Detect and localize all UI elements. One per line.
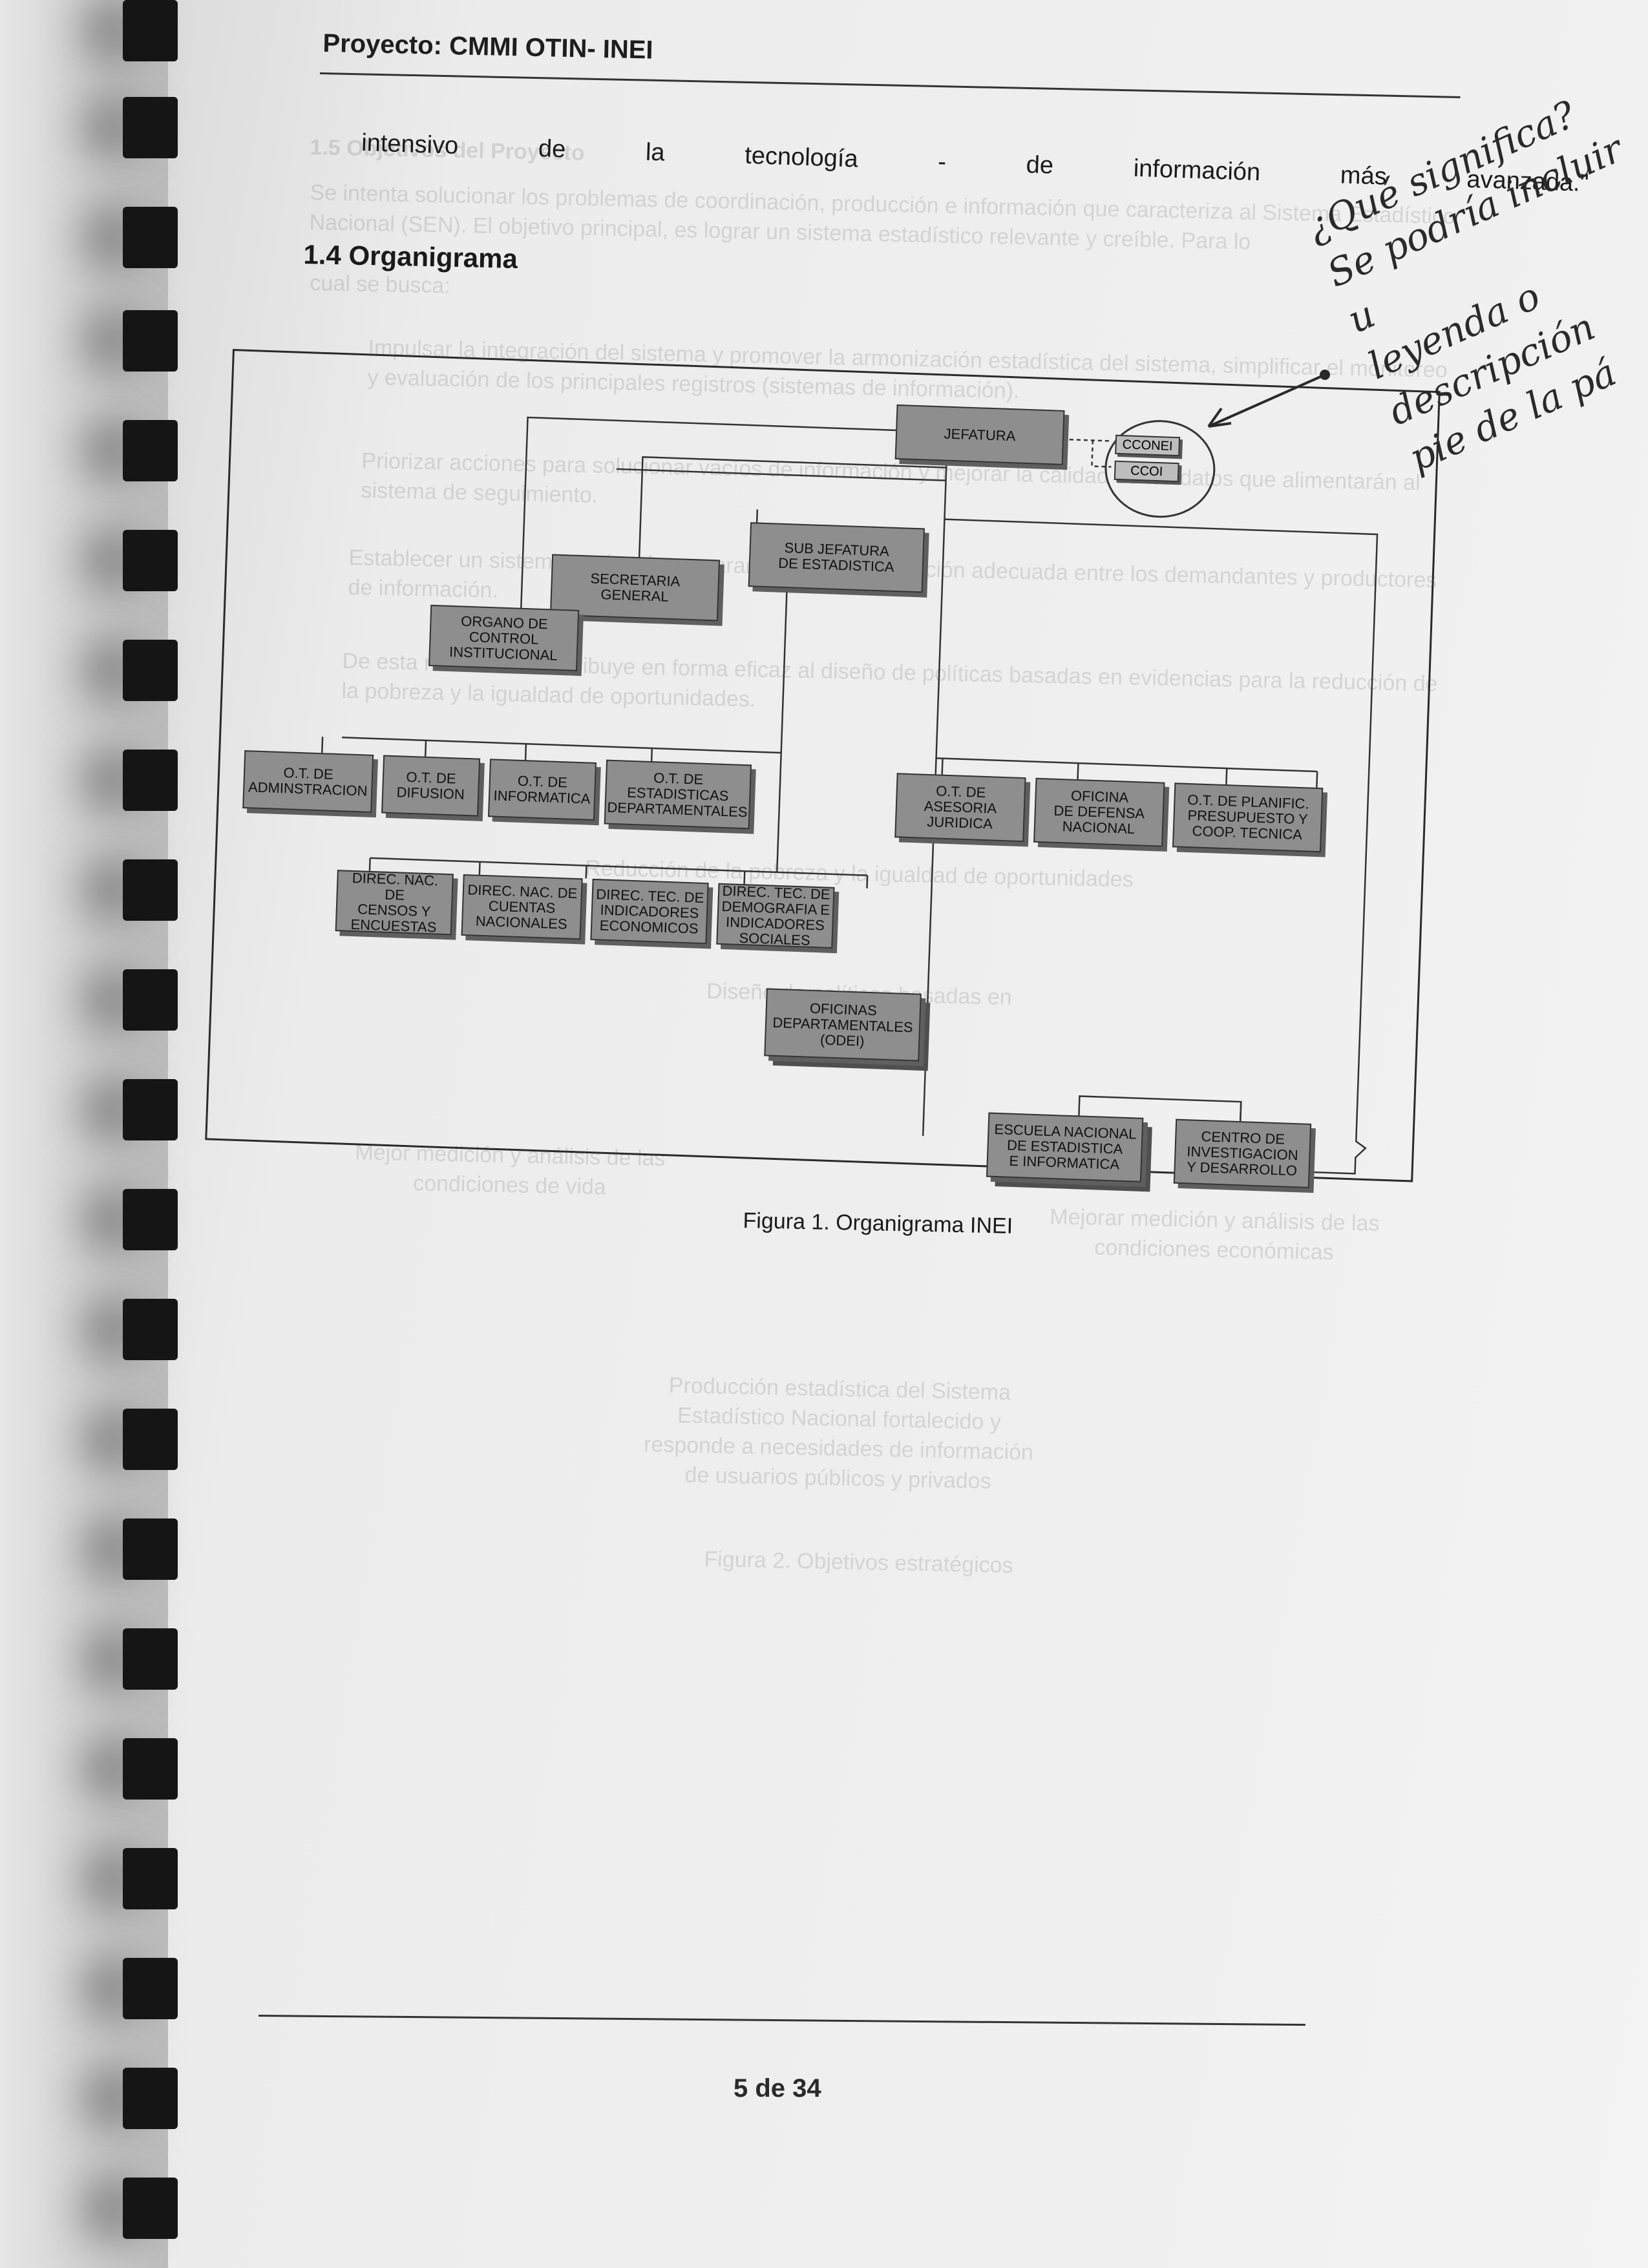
binding-ring (123, 1738, 178, 1800)
binding-ring (123, 1958, 178, 2019)
page-number: 5 de 34 (734, 2074, 821, 2103)
org-box-jefatura: JEFATURA (894, 404, 1065, 465)
binding-ring (123, 1848, 178, 1909)
ghost-box-text: Producción estadística del Sistema Estad… (643, 1373, 1034, 1494)
org-box-ot-difusion: O.T. DE DIFUSION (381, 755, 481, 817)
org-box-ot-asesoria: O.T. DE ASESORIA JURIDICA (894, 773, 1026, 843)
binding-ring (123, 1628, 178, 1690)
org-box-centro-investigacion: CENTRO DE INVESTIGACION Y DESARROLLO (1173, 1118, 1312, 1188)
ghost-paragraph: cual se busca: (310, 270, 451, 299)
body-word: información (1133, 154, 1261, 187)
binding-ring (123, 1299, 178, 1360)
binding-ring (123, 1518, 178, 1580)
binding-ring (123, 750, 178, 811)
spiral-binding (0, 0, 178, 2268)
org-chart-figure: JEFATURA CCONEI CCOI SUB JEFATURA DE EST… (205, 349, 1447, 1188)
org-box-dir-censos: DIREC. NAC. DE CENSOS Y ENCUESTAS (335, 869, 454, 936)
body-word: de (538, 135, 566, 163)
body-word: - (937, 148, 947, 176)
org-box-escuela-nacional: ESCUELA NACIONAL DE ESTADISTICA E INFORM… (986, 1112, 1144, 1182)
org-box-ot-planific: O.T. DE PLANIFIC. PRESUPUESTO Y COOP. TE… (1172, 782, 1324, 853)
binding-ring (123, 420, 178, 481)
binding-ring (123, 1079, 178, 1140)
body-word: la (645, 138, 666, 167)
org-box-organo-control: ORGANO DE CONTROL INSTITUCIONAL (428, 604, 580, 671)
org-box-ot-estadisticas: O.T. DE ESTADISTICAS DEPARTAMENTALES (604, 759, 752, 830)
org-box-cconei: CCONEI (1115, 434, 1181, 457)
binding-ring (123, 1409, 178, 1470)
org-box-subjefatura: SUB JEFATURA DE ESTADISTICA (748, 522, 925, 593)
org-box-dir-cuentas: DIREC. NAC. DE CUENTAS NACIONALES (461, 874, 583, 940)
org-box-oficinas-departamentales: OFICINAS DEPARTAMENTALES (ODEI) (764, 988, 922, 1062)
binding-ring (123, 0, 178, 61)
ghost-ellipse-text: Mejorar medición y análisis de las condi… (1050, 1204, 1380, 1265)
binding-ring (123, 969, 178, 1031)
binding-ring (123, 640, 178, 701)
binding-ring (123, 530, 178, 591)
section-heading: 1.4 Organigrama (303, 239, 518, 274)
binding-ring (123, 97, 178, 158)
handwritten-arrow (1207, 370, 1330, 428)
binding-ring (123, 207, 178, 268)
org-box-dir-demografia: DIREC. TEC. DE DEMOGRAFIA E INDICADORES … (716, 882, 835, 949)
org-box-dir-indicadores: DIREC. TEC. DE INDICADORES ECONOMICOS (590, 878, 709, 945)
body-word: intensivo (361, 129, 459, 160)
org-box-cco: CCOI (1114, 460, 1179, 483)
binding-ring (123, 310, 178, 372)
binding-ring (123, 2178, 178, 2239)
body-word: de (1026, 151, 1054, 180)
document-page (97, 0, 1648, 2268)
org-box-ot-informatica: O.T. DE INFORMATICA (487, 759, 597, 821)
org-box-oficina-defensa: OFICINA DE DEFENSA NACIONAL (1033, 777, 1165, 847)
binding-ring (123, 2068, 178, 2129)
binding-ring (123, 859, 178, 921)
binding-ring (123, 1189, 178, 1250)
org-box-ot-administracion: O.T. DE ADMINSTRACION (242, 750, 374, 813)
body-word: tecnología (744, 142, 859, 173)
